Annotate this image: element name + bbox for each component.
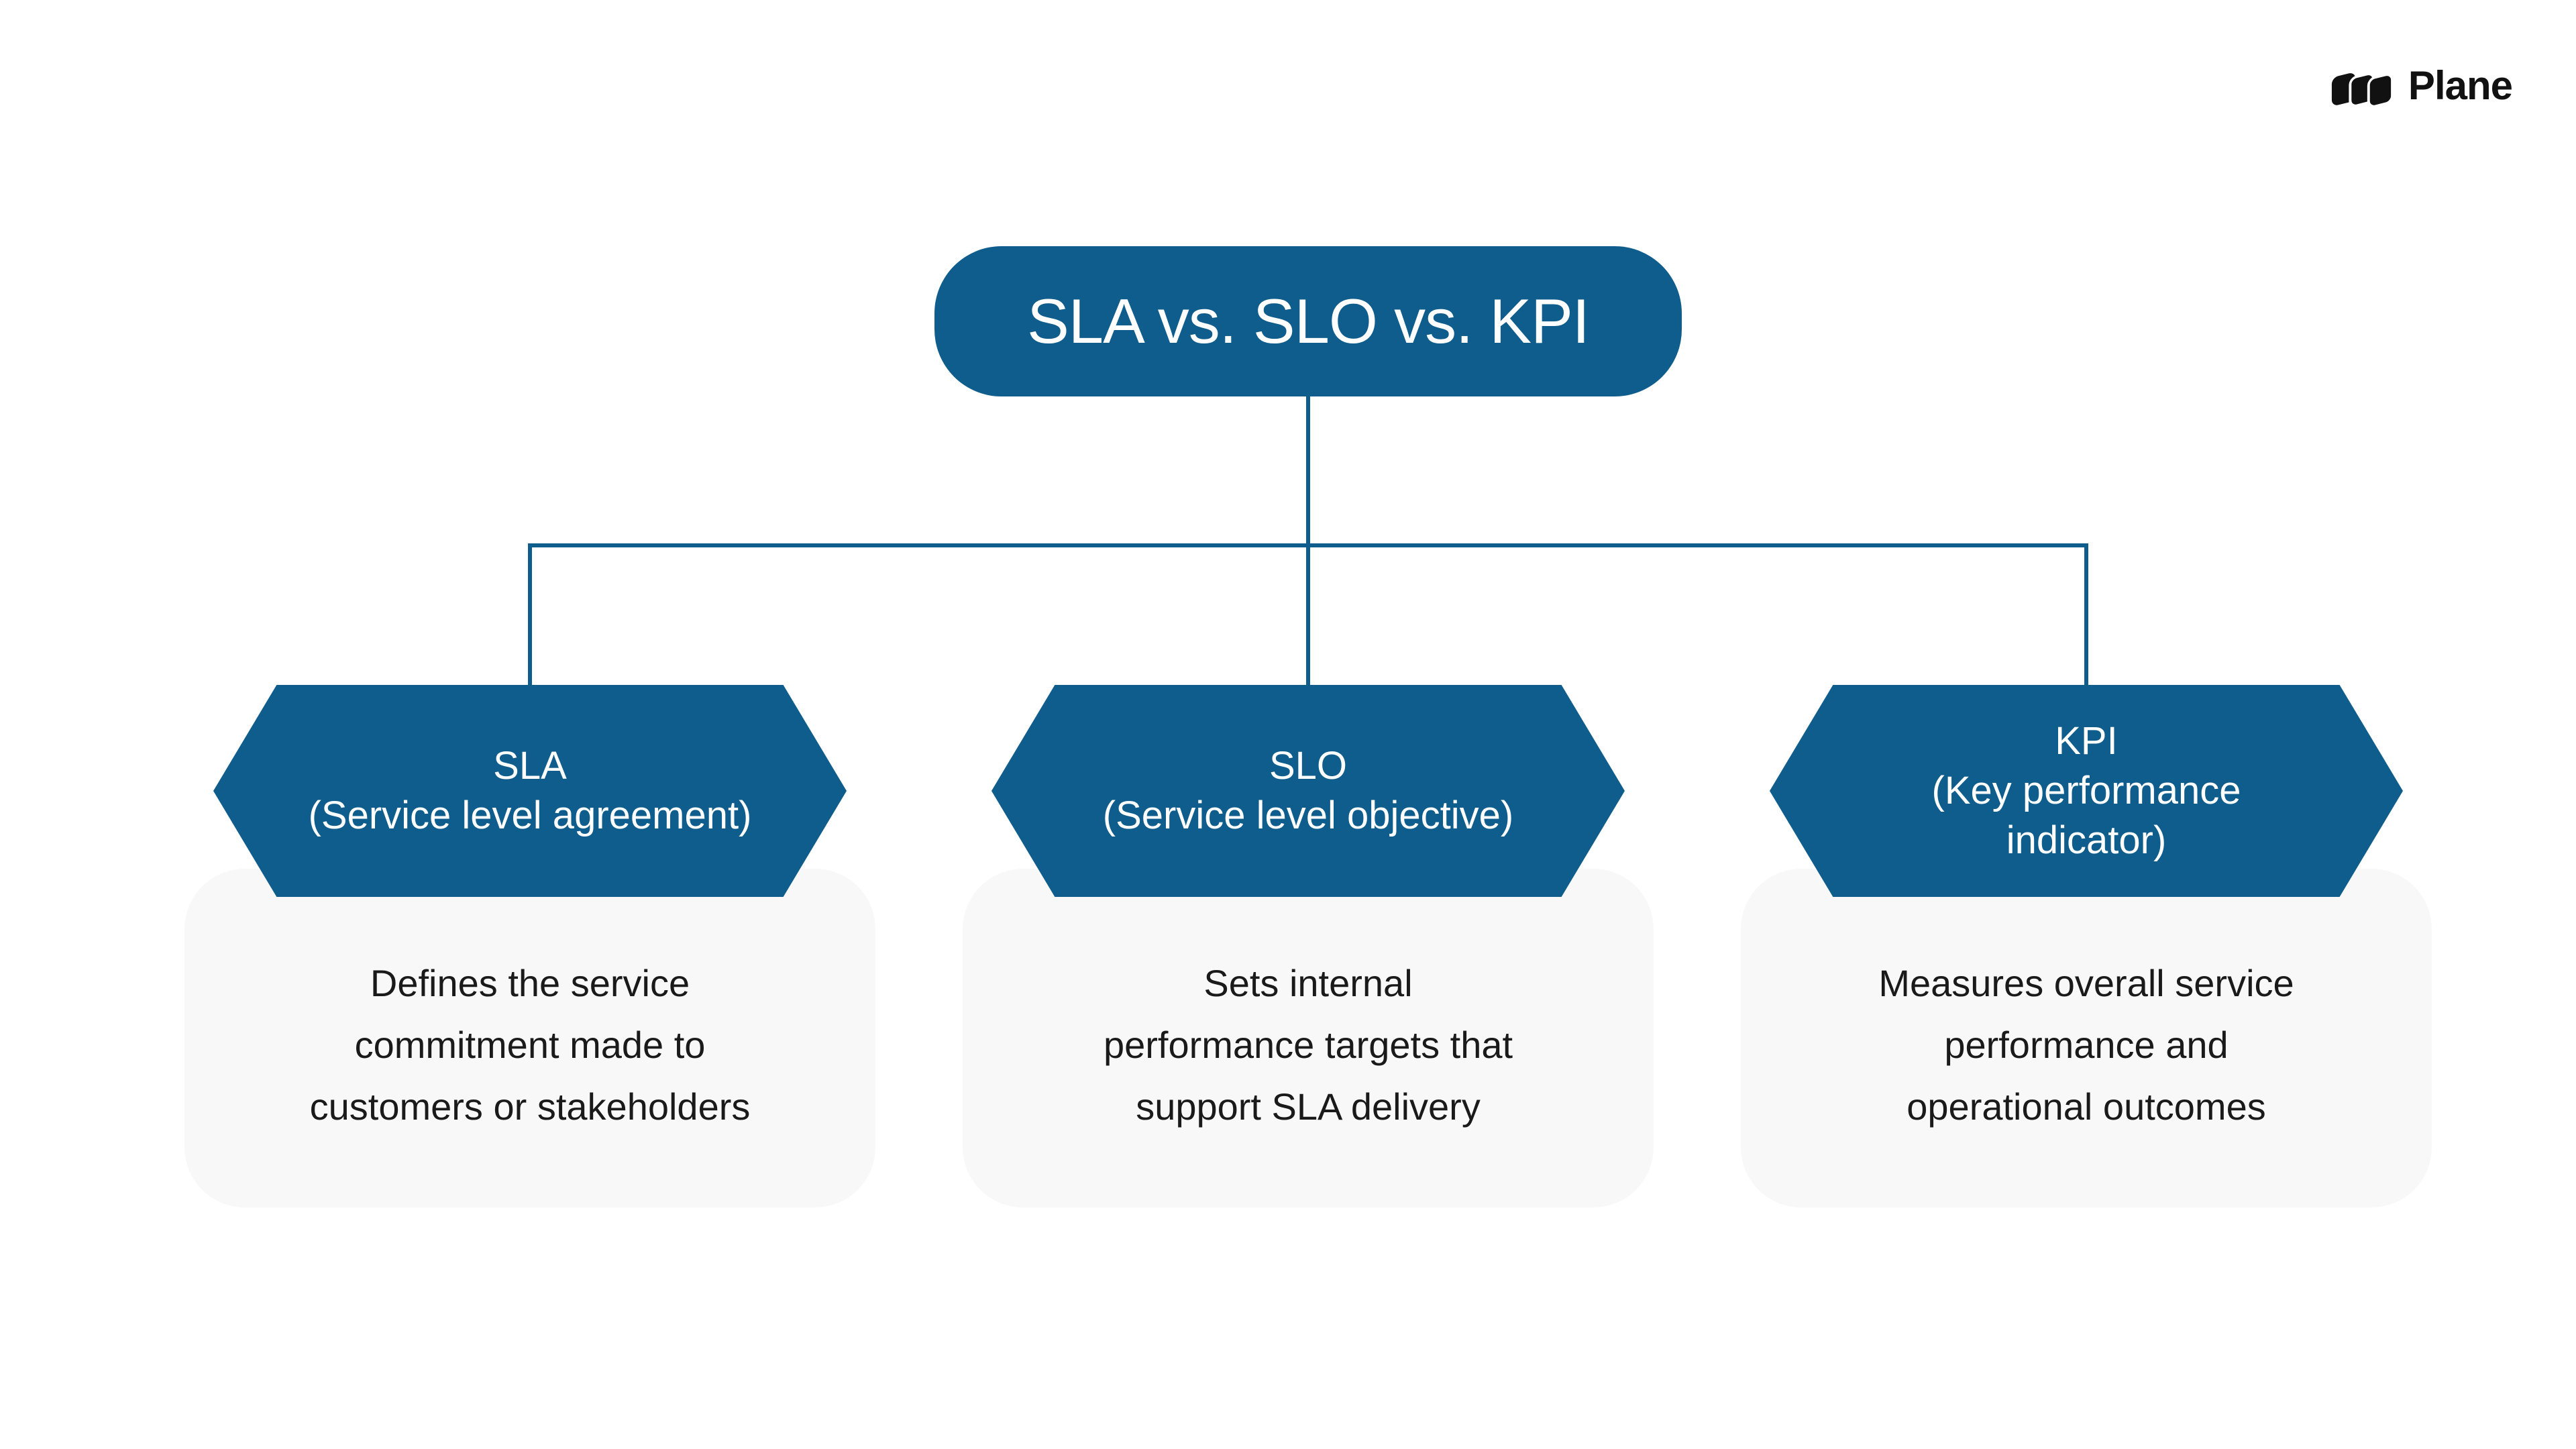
hexagon-kpi: KPI (Key performance indicator) <box>1770 685 2403 897</box>
description-card-kpi: Measures overall service performance and… <box>1741 869 2432 1208</box>
hexagon-title: SLA <box>493 744 567 788</box>
hexagon-subtitle: (Service level agreement) <box>308 794 752 837</box>
description-line: performance targets that <box>1103 1023 1513 1066</box>
description-line: customers or stakeholders <box>309 1085 751 1128</box>
connector-vertical-left <box>528 543 532 685</box>
hexagon-subtitle: indicator) <box>2006 818 2167 862</box>
hexagon-slo: SLO (Service level objective) <box>991 685 1625 897</box>
title-pill: SLA vs. SLO vs. KPI <box>934 246 1682 396</box>
description-card-sla: Defines the service commitment made to c… <box>184 869 875 1208</box>
plane-logo-icon <box>2331 72 2394 108</box>
column-kpi: Measures overall service performance and… <box>1741 685 2432 1208</box>
hexagon-sla: SLA (Service level agreement) <box>213 685 847 897</box>
plane-logo-text: Plane <box>2408 62 2513 108</box>
description-line: Sets internal <box>1203 961 1413 1004</box>
connector-horizontal <box>528 543 2088 547</box>
page-title: SLA vs. SLO vs. KPI <box>1027 286 1590 356</box>
column-slo: Sets internal performance targets that s… <box>963 685 1654 1208</box>
connector-vertical-middle <box>1306 396 1310 685</box>
description-line: operational outcomes <box>1907 1085 2266 1128</box>
hexagon-subtitle: (Key performance <box>1931 769 2241 812</box>
description-line: performance and <box>1944 1023 2229 1066</box>
description-line: support SLA delivery <box>1136 1085 1481 1128</box>
description-card-slo: Sets internal performance targets that s… <box>963 869 1654 1208</box>
connector-vertical-right <box>2084 543 2088 685</box>
description-line: Measures overall service <box>1878 961 2294 1004</box>
hexagon-title: SLO <box>1269 744 1348 788</box>
description-line: Defines the service <box>370 961 690 1004</box>
hexagon-title: KPI <box>2055 719 2118 763</box>
description-line: commitment made to <box>354 1023 706 1066</box>
plane-logo: Plane <box>2329 62 2513 109</box>
column-sla: Defines the service commitment made to c… <box>184 685 875 1208</box>
hexagon-subtitle: (Service level objective) <box>1102 794 1514 837</box>
